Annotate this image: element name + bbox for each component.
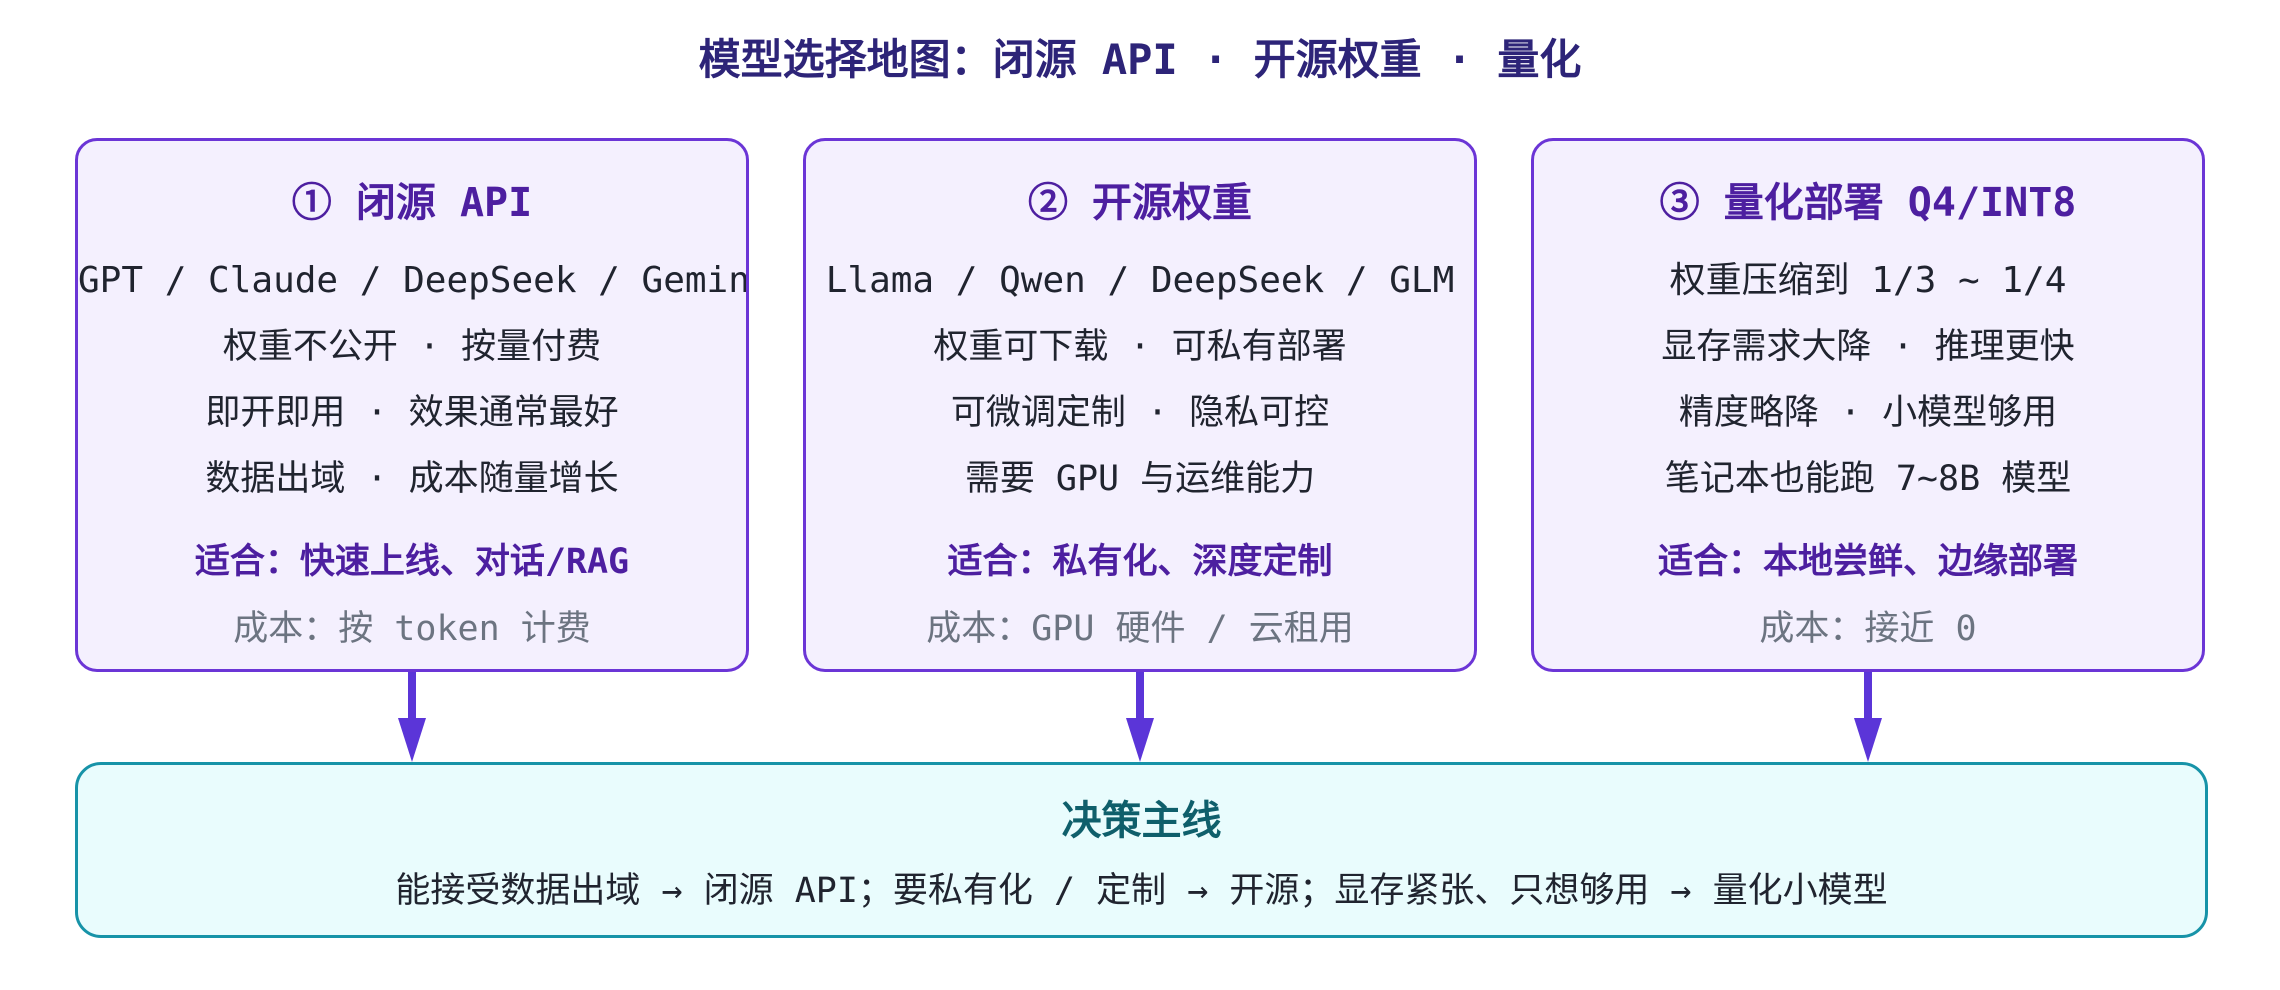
card-point: 权重可下载 · 可私有部署: [933, 327, 1347, 367]
card-cost: 成本：GPU 硬件 / 云租用: [926, 609, 1354, 649]
card-cost: 成本：按 token 计费: [233, 609, 591, 649]
arrow-open-weights-to-decision: [1126, 672, 1154, 762]
card-point: 笔记本也能跑 7~8B 模型: [1664, 459, 2072, 499]
card-point: 显存需求大降 · 推理更快: [1661, 327, 2075, 367]
card-fit: 适合：私有化、深度定制: [947, 542, 1333, 582]
arrow-quantization-to-decision: [1854, 672, 1882, 762]
card-point: 可微调定制 · 隐私可控: [950, 393, 1330, 433]
card-fit: 适合：本地尝鲜、边缘部署: [1657, 542, 2078, 582]
connector-arrows: [398, 672, 1882, 762]
card-compression: 权重压缩到 1/3 ~ 1/4: [1669, 260, 2067, 301]
decision-box: 决策主线 能接受数据出域 → 闭源 API；要私有化 / 定制 → 开源；显存紧…: [75, 762, 2208, 938]
arrow-head-icon: [1854, 718, 1882, 762]
arrow-closed-api-to-decision: [398, 672, 426, 762]
decision-text: 能接受数据出域 → 闭源 API；要私有化 / 定制 → 开源；显存紧张、只想够…: [395, 871, 1888, 911]
card-point: 数据出域 · 成本随量增长: [205, 459, 619, 499]
card-title: ① 闭源 API: [291, 180, 533, 226]
decision-title: 决策主线: [1061, 798, 1222, 844]
card-fit: 适合：快速上线、对话/RAG: [194, 542, 630, 582]
diagram-title: 模型选择地图：闭源 API · 开源权重 · 量化: [698, 35, 1582, 84]
arrow-head-icon: [398, 718, 426, 762]
card-title: ③ 量化部署 Q4/INT8: [1659, 180, 2077, 226]
arrow-head-icon: [1126, 718, 1154, 762]
card-point: 需要 GPU 与运维能力: [964, 459, 1316, 499]
card-point: 即开即用 · 效果通常最好: [205, 393, 619, 433]
card-models: GPT / Claude / DeepSeek / Gemini: [78, 260, 749, 301]
card-point: 精度略降 · 小模型够用: [1678, 393, 2058, 433]
card-open-weights: ② 开源权重 Llama / Qwen / DeepSeek / GLM 权重可…: [803, 138, 1477, 672]
card-quantization: ③ 量化部署 Q4/INT8 权重压缩到 1/3 ~ 1/4 显存需求大降 · …: [1531, 138, 2205, 672]
card-cost: 成本：接近 0: [1759, 609, 1977, 649]
card-models: Llama / Qwen / DeepSeek / GLM: [825, 260, 1455, 301]
card-closed-api: ① 闭源 API GPT / Claude / DeepSeek / Gemin…: [75, 138, 749, 672]
card-title: ② 开源权重: [1027, 180, 1253, 226]
card-point: 权重不公开 · 按量付费: [222, 327, 602, 367]
